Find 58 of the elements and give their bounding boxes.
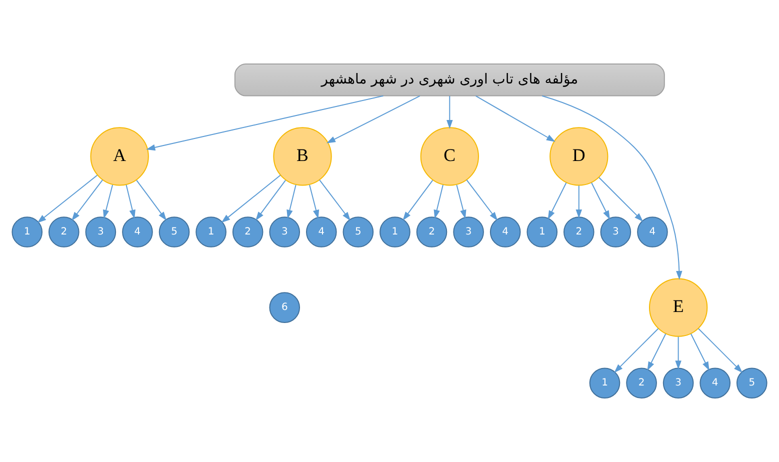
arrow <box>690 333 710 371</box>
node-circle: 4 <box>122 216 153 248</box>
arrow <box>466 179 498 221</box>
arrow <box>591 182 610 220</box>
node-circle: 3 <box>453 216 484 248</box>
arrow <box>698 328 743 373</box>
node-circle: 2 <box>416 216 448 248</box>
node-circle: D <box>550 127 608 186</box>
arrow <box>548 182 567 220</box>
node-circle: A <box>90 127 149 186</box>
node-circle: 2 <box>626 368 657 399</box>
node-circle: 2 <box>232 216 264 248</box>
node-circle: 1 <box>589 368 620 399</box>
node-circle: B <box>273 127 332 186</box>
node-circle: 3 <box>662 368 694 399</box>
node-circle: 5 <box>342 216 374 248</box>
arrow <box>221 174 281 223</box>
arrow <box>319 179 351 221</box>
arrow <box>126 184 136 219</box>
node-circle: 1 <box>380 216 410 248</box>
arrow <box>475 95 556 142</box>
arrow <box>286 184 296 219</box>
node-circle: 3 <box>85 216 116 248</box>
arrow <box>146 95 384 151</box>
arrow <box>446 95 453 129</box>
arrow <box>103 184 114 219</box>
node-circle: 4 <box>637 216 668 248</box>
arrow <box>136 180 167 221</box>
node-circle: 1 <box>12 216 43 248</box>
node-circle: 3 <box>600 216 632 248</box>
node-circle: 2 <box>563 216 594 248</box>
node-circle: 3 <box>269 216 300 248</box>
arrow <box>614 328 659 373</box>
arrow <box>647 333 666 371</box>
arrow <box>434 184 444 219</box>
arrow <box>456 184 466 219</box>
node-circle: 4 <box>700 368 730 399</box>
arrow <box>326 95 420 144</box>
node-circle: 4 <box>490 216 521 248</box>
arrow <box>598 177 644 222</box>
node-box: مؤلفه های تاب اوری شهری در شهر ماهشهر <box>234 63 665 96</box>
node-circle: 6 <box>269 292 300 323</box>
node-circle: C <box>420 127 479 186</box>
arrow <box>675 336 682 370</box>
node-circle: 2 <box>48 216 80 248</box>
arrow <box>542 95 682 280</box>
node-circle: 4 <box>306 216 337 248</box>
arrow <box>309 184 320 219</box>
arrow <box>72 179 104 221</box>
node-circle: E <box>648 278 708 337</box>
node-circle: 1 <box>526 216 558 248</box>
arrow <box>576 185 582 218</box>
arrow <box>37 174 98 223</box>
node-circle: 5 <box>736 368 768 399</box>
node-circle: 5 <box>158 216 190 248</box>
arrow <box>402 180 434 221</box>
arrow <box>256 180 286 221</box>
node-circle: 1 <box>196 216 226 248</box>
